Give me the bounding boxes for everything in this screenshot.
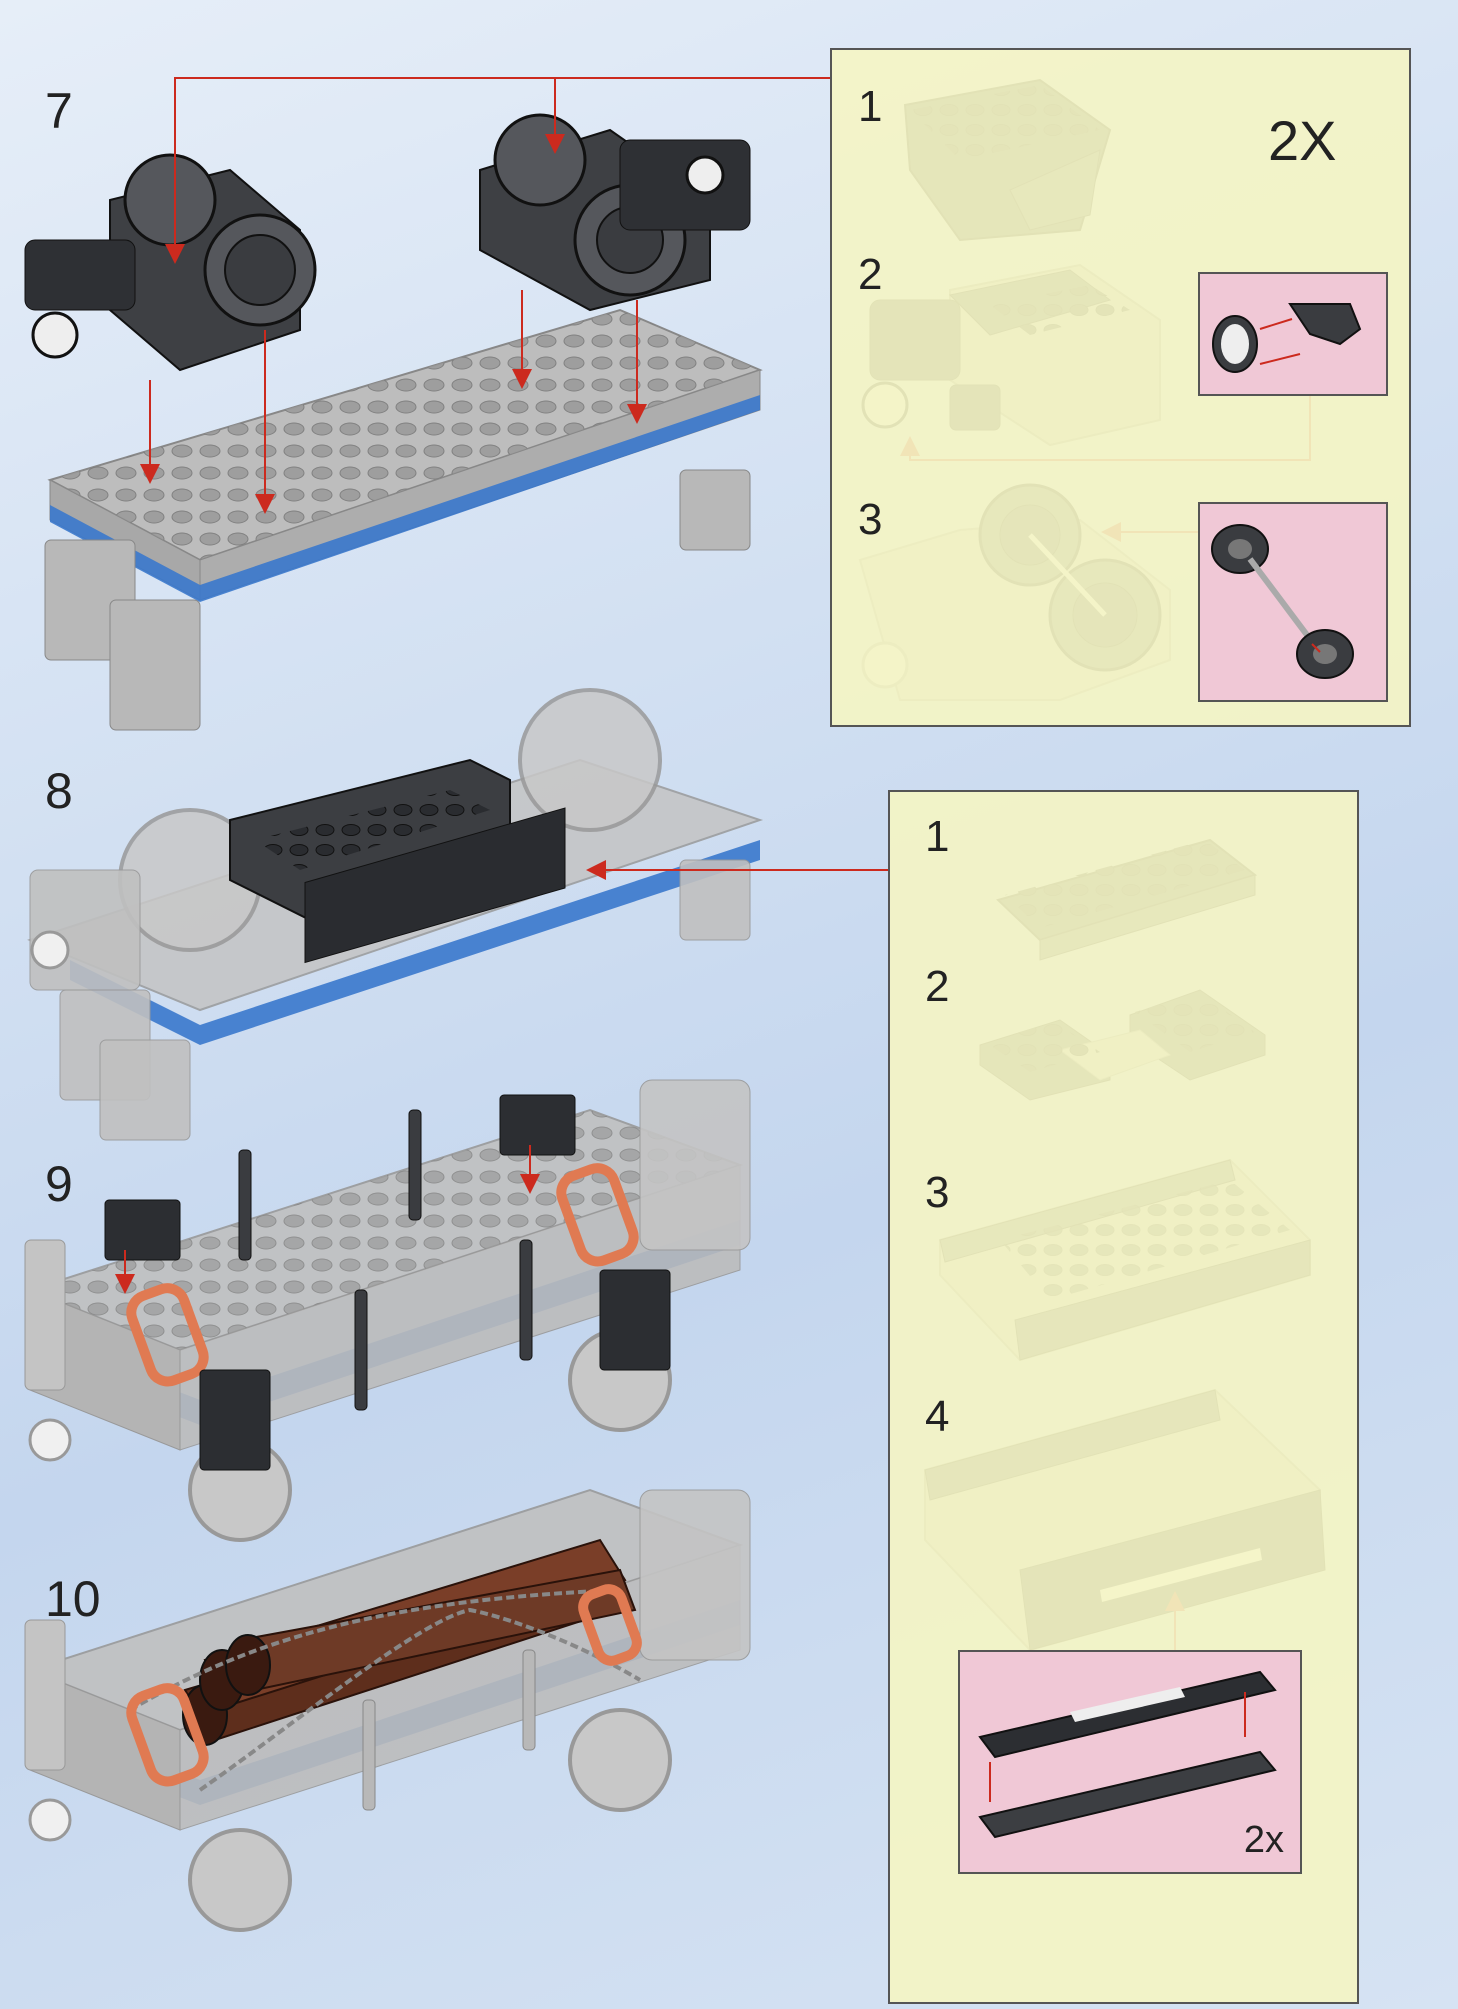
panel-b-substep-3: 3 [925,1168,950,1217]
step-9-wagon [24,1079,751,1542]
step-7-arrows [140,77,830,514]
panel-b-substep-1: 1 [925,812,950,861]
panel-b-inset-multiplier: 2x [1243,1819,1284,1861]
step-9-arrows [115,1145,540,1294]
panel-a-substep-1: 1 [858,82,883,131]
step-10-chain [128,1588,642,1792]
panel-b-inset-buffer: 2x [958,1650,1302,1874]
step-9-clips [126,1163,639,1387]
panel-a-substep-2: 2 [858,250,883,299]
panel-a-substep-3: 3 [858,495,883,544]
panel-a-inset-coupler [1198,272,1388,396]
step-number-10: 10 [45,1571,101,1627]
step-number-9: 9 [45,1156,73,1212]
step-9-blocks [104,1094,671,1471]
panel-b-substep-4: 4 [925,1392,950,1441]
wheelset-part-icon [1211,524,1354,679]
panel-b-substep-2: 2 [925,962,950,1011]
step-10-clips [126,1584,642,1787]
step-7-bogie-left [24,153,317,372]
step-number-8: 8 [45,763,73,819]
panel-a-multiplier: 2X [1268,109,1337,172]
step-8-dark-frame [229,758,566,964]
coupler-part-icon [1212,303,1362,373]
buffer-assembly-icon [978,1670,1277,1839]
panel-a-inset-wheelset [1198,502,1388,702]
step-9-stakes [238,1109,533,1411]
step-7-base-plate [44,308,763,731]
step-10-logs [182,1538,637,1746]
step-number-7: 7 [45,83,73,139]
step-10-stakes [362,1649,536,1811]
step-7-bogie-right [479,113,751,312]
